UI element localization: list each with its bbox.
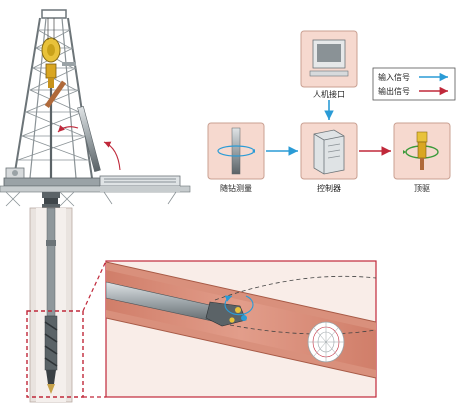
legend-output-label: 输出信号 — [378, 86, 410, 96]
top-drive-unit — [45, 63, 57, 79]
hmi-node — [300, 30, 358, 88]
wellbore — [29, 207, 73, 403]
legend-input-label: 输入信号 — [378, 72, 410, 82]
pipe-joint-lifting — [77, 105, 101, 173]
drilling-rig — [0, 9, 191, 208]
signal-legend: 输入信号 输出信号 — [372, 67, 456, 101]
topdrive-label: 顶驱 — [414, 184, 430, 193]
server-controller-icon — [313, 129, 345, 175]
drill-bit — [47, 384, 55, 394]
pipe-rack — [99, 175, 181, 205]
rig-floor — [3, 177, 101, 187]
measurement-sensor-icon — [217, 127, 255, 175]
pipe-hoist-arrow — [57, 125, 79, 133]
orientation-disc — [307, 321, 345, 363]
top-drive-icon — [403, 131, 439, 170]
detail-view — [105, 260, 377, 398]
controller-label: 控制器 — [317, 183, 341, 193]
controller-node — [300, 122, 358, 180]
computer-monitor-icon — [309, 39, 349, 77]
survey-node — [207, 122, 265, 180]
hmi-label: 人机接口 — [313, 89, 345, 99]
topdrive-node — [393, 122, 451, 180]
pipe-transfer-arrow — [103, 141, 121, 171]
survey-label: 随钻测量 — [220, 183, 252, 193]
detail-zoom-frame — [26, 310, 84, 398]
mast-bracing — [17, 29, 90, 161]
crown-block — [41, 9, 67, 19]
